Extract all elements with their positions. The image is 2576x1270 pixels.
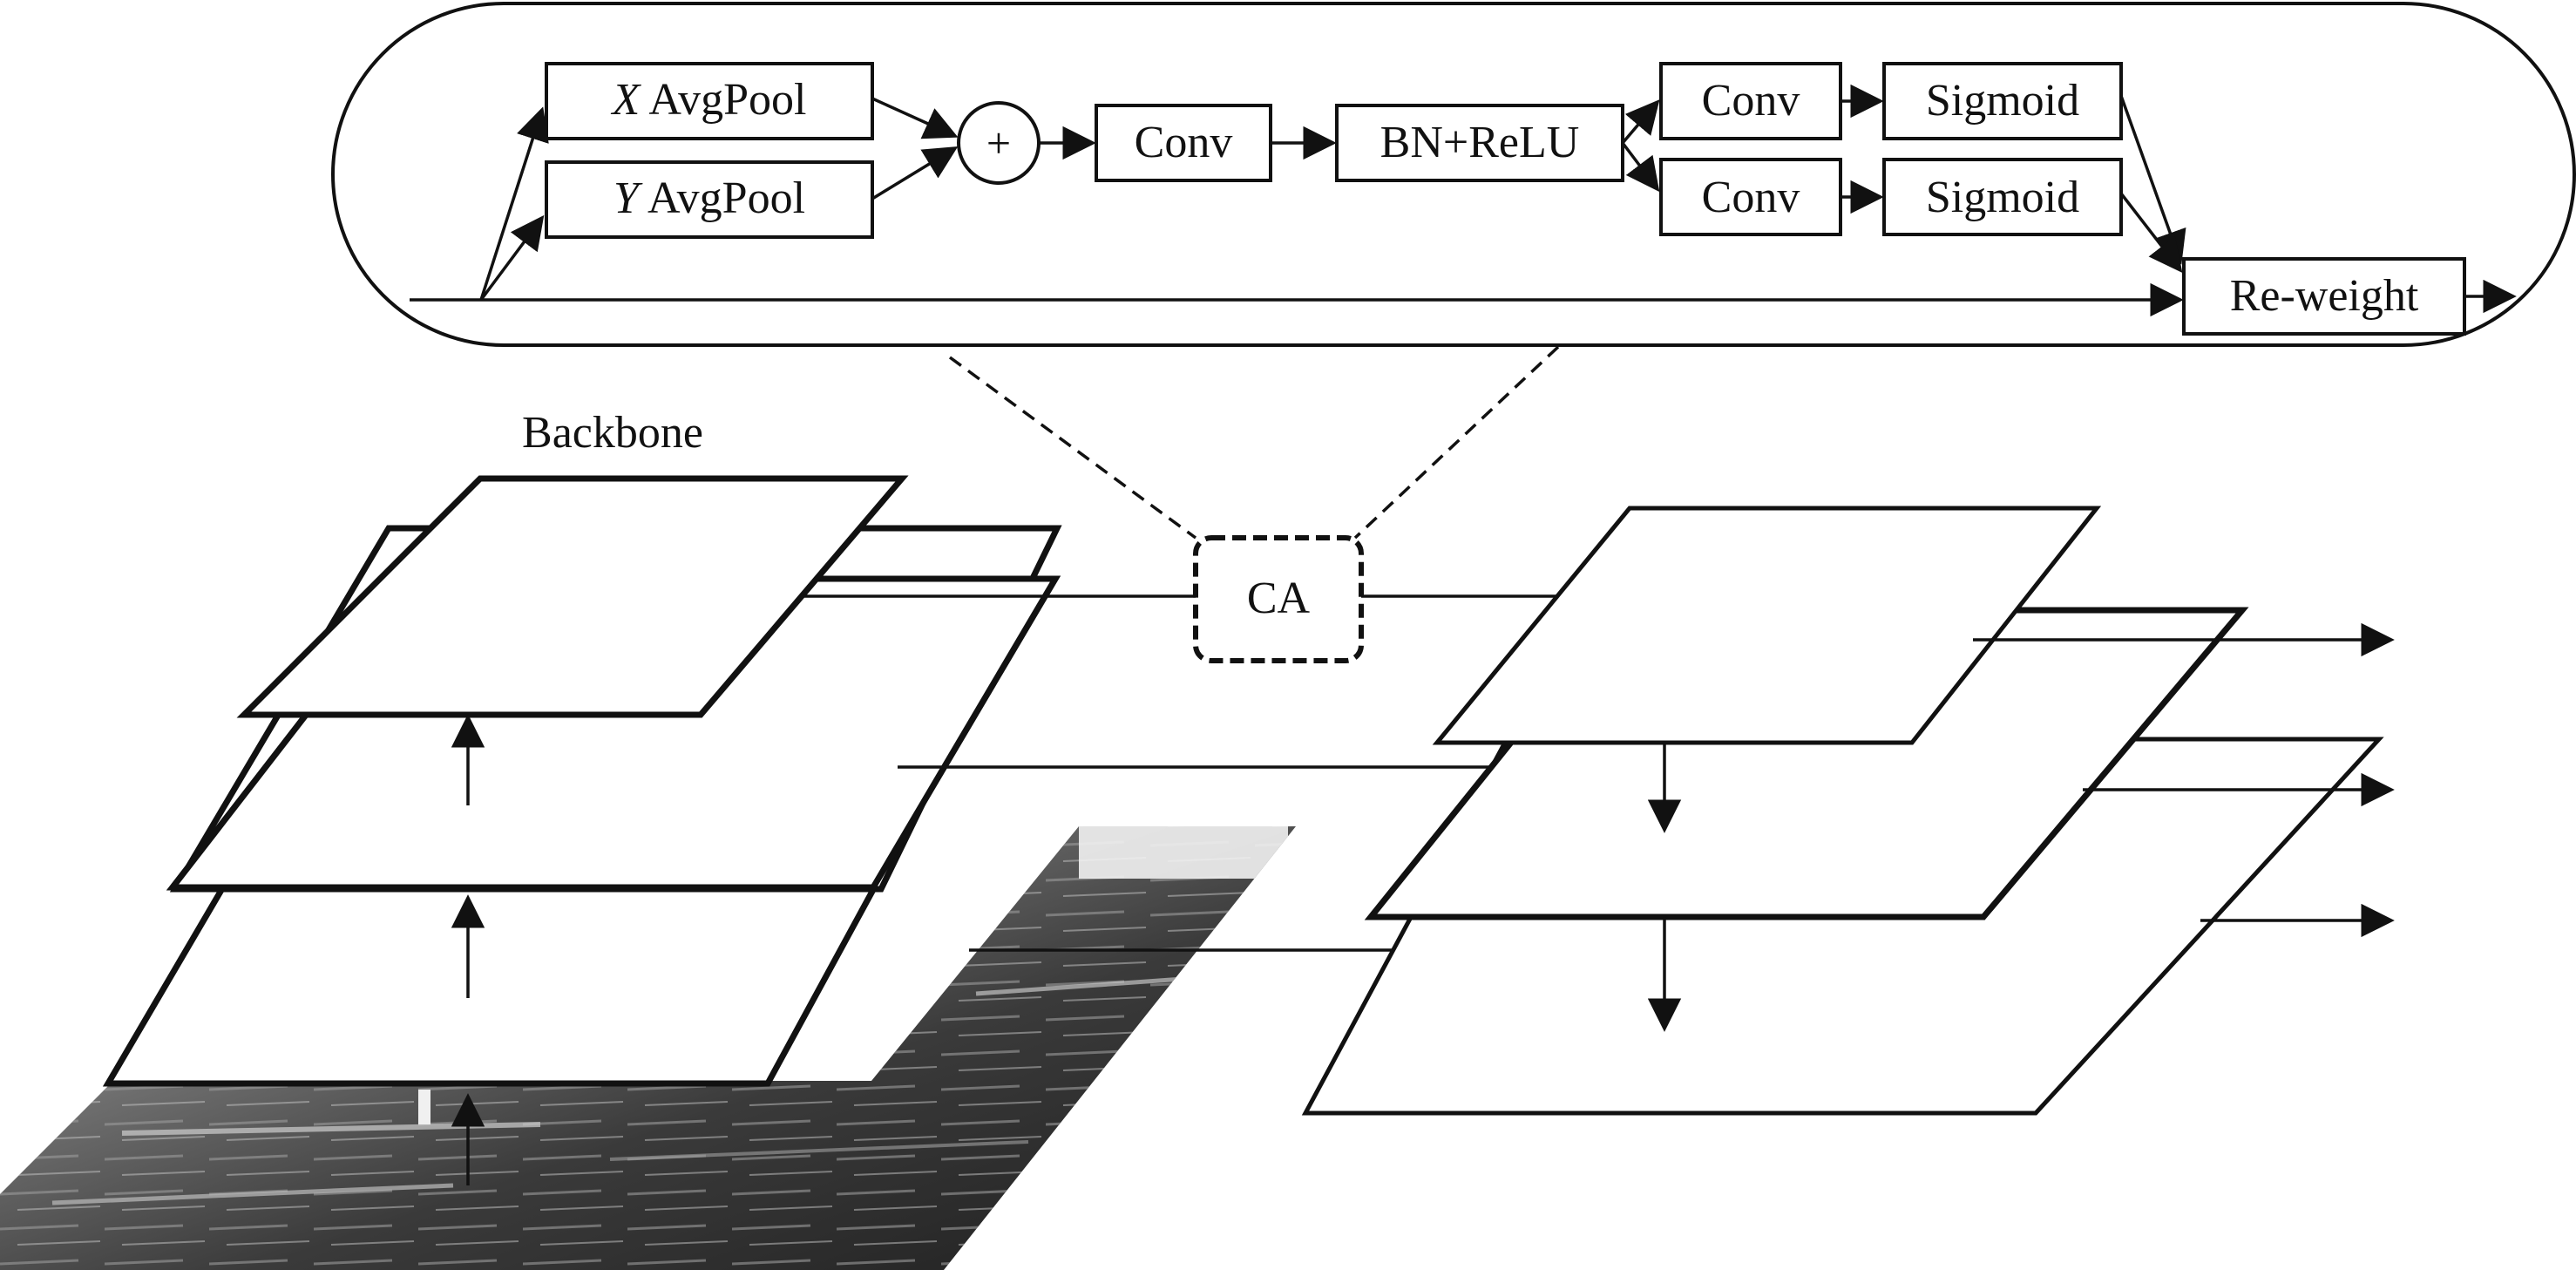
backbone-stack: Backbone (0, 408, 1296, 1270)
backbone-label: Backbone (522, 408, 703, 458)
bn-relu-label: BN+ReLU (1380, 118, 1580, 167)
sigmoid-bottom-to-reweight (2119, 192, 2183, 274)
x-var-label: X (611, 75, 642, 125)
branch-to-x-pool (479, 106, 549, 301)
svg-text:X AvgPool: X AvgPool (611, 75, 807, 125)
reweight-label: Re-weight (2230, 271, 2419, 321)
zoom-connector-right (1353, 345, 1560, 540)
x-avgpool-label: AvgPool (640, 75, 806, 125)
conv-top-label: Conv (1702, 76, 1800, 126)
sigmoid-bottom-label: Sigmoid (1926, 173, 2079, 222)
conv-bottom-block: Conv (1659, 158, 1842, 236)
bn-to-conv-bottom (1621, 141, 1660, 193)
sigmoid-top-to-reweight (2119, 95, 2186, 265)
x-pool-to-add (871, 97, 959, 139)
y-avgpool-label: AvgPool (639, 173, 805, 223)
ca-node: CA (1193, 535, 1364, 663)
zoom-connector-left (948, 356, 1197, 540)
backbone-plane-top (236, 475, 909, 718)
sigmoid-top-block: Sigmoid (1882, 62, 2123, 140)
bn-relu-block: BN+ReLU (1335, 104, 1624, 182)
sigmoid-bottom-block: Sigmoid (1882, 158, 2123, 236)
neck-plane-top (1432, 506, 2102, 745)
svg-text:Y AvgPool: Y AvgPool (613, 173, 805, 223)
branch-to-y-pool (479, 214, 545, 302)
y-avgpool-block: Y AvgPool (545, 160, 874, 239)
ca-label: CA (1247, 574, 1311, 623)
conv-main-label: Conv (1135, 118, 1233, 167)
add-symbol: + (986, 119, 1011, 167)
ca-module-detail: X AvgPool Y AvgPool + Conv BN+ReLU (331, 2, 2576, 347)
reweight-block: Re-weight (2182, 257, 2466, 336)
bn-to-conv-top (1621, 99, 1660, 145)
conv-bottom-label: Conv (1702, 173, 1800, 222)
sigmoid-top-label: Sigmoid (1926, 76, 2079, 126)
ca-box (1193, 535, 1364, 663)
add-node: + (957, 101, 1041, 185)
neck-stack (1301, 506, 2395, 1116)
conv-main-block: Conv (1095, 104, 1272, 182)
x-avgpool-block: X AvgPool (545, 62, 874, 140)
y-pool-to-add (871, 146, 959, 200)
y-var-label: Y (613, 173, 643, 223)
conv-top-block: Conv (1659, 62, 1842, 140)
